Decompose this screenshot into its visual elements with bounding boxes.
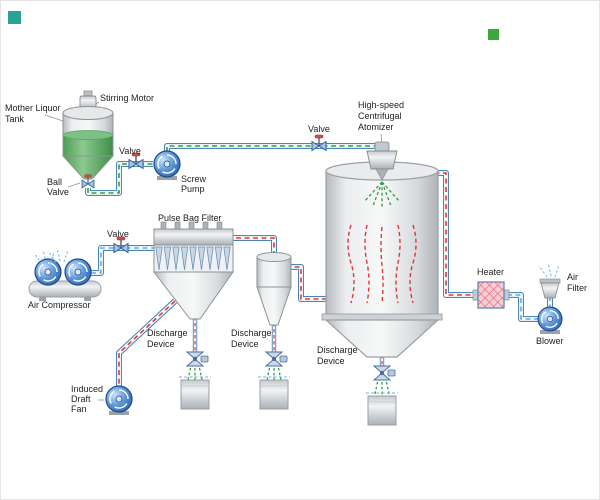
screw-pump <box>153 150 181 180</box>
label-atomizer-line1: High-speed <box>358 100 404 110</box>
product-flow-icon <box>374 381 390 397</box>
label-discharge-3-line2: Device <box>317 356 345 366</box>
hot-air-flow-pattern <box>347 224 417 304</box>
label-discharge-2-line2: Device <box>231 339 259 349</box>
cyclone-separator <box>256 252 292 326</box>
air-intake-spray-icon <box>538 262 560 278</box>
label-tank-line1: Mother Liquor <box>5 103 61 113</box>
label-discharge-3-line1: Discharge <box>317 345 358 355</box>
label-ball-valve-line2: Valve <box>47 187 69 197</box>
label-idf-line1: Induced <box>71 384 103 394</box>
watermark-green-square <box>488 29 499 40</box>
label-tank-line2: Tank <box>5 114 25 124</box>
label-idf-line3: Fan <box>71 404 87 414</box>
label-screw-pump-line1: Screw <box>181 174 207 184</box>
air-compressor <box>28 247 102 301</box>
discharge-valve-icon <box>373 365 396 381</box>
labels: Mother Liquor Tank Stirring Motor Ball V… <box>5 93 587 414</box>
screw-pump-icon <box>153 150 181 178</box>
label-air-compressor: Air Compressor <box>28 300 91 310</box>
induced-draft-fan-icon <box>105 385 133 413</box>
label-discharge-1-line2: Device <box>147 339 175 349</box>
watermark-teal-square <box>8 11 21 24</box>
liquid-spray-pattern <box>363 181 401 208</box>
label-idf-line2: Draft <box>71 394 91 404</box>
label-stirring-motor: Stirring Motor <box>100 93 154 103</box>
label-atomizer-line3: Atomizer <box>358 122 394 132</box>
label-discharge-2-line1: Discharge <box>231 328 272 338</box>
mother-liquor-tank <box>61 90 115 189</box>
label-blower: Blower <box>536 336 564 346</box>
pulse-bag-filter <box>152 221 234 320</box>
atomizer-motor-icon <box>374 141 390 152</box>
discharge-valve-icon <box>265 351 288 367</box>
collection-bin <box>178 376 212 410</box>
label-atomizer-line2: Centrifugal <box>358 111 402 121</box>
label-ball-valve-line1: Ball <box>47 177 62 187</box>
compressor-wheel-icon <box>64 258 92 286</box>
label-discharge-1-line1: Discharge <box>147 328 188 338</box>
filter-bags <box>155 246 231 271</box>
discharge-valve-icon <box>186 351 209 367</box>
atomizer-nozzle-icon <box>375 168 389 181</box>
collection-bin <box>257 376 291 410</box>
air-filter-icon <box>540 282 560 299</box>
label-heater: Heater <box>477 267 504 277</box>
collection-bin <box>365 392 399 426</box>
label-valve-2: Valve <box>308 124 330 134</box>
blower <box>537 306 563 334</box>
discharge-devices <box>178 351 399 426</box>
blower-icon <box>537 306 563 332</box>
spray-dryer-tower <box>321 141 443 358</box>
heater <box>472 281 510 309</box>
label-valve-3: Valve <box>107 229 129 239</box>
label-pulse-bag-filter: Pulse Bag Filter <box>158 213 222 223</box>
label-air-filter-line1: Air <box>567 272 578 282</box>
compressor-wheel-icon <box>34 258 62 286</box>
label-air-filter-line2: Filter <box>567 283 587 293</box>
air-filter <box>538 262 561 299</box>
induced-draft-fan <box>105 385 133 415</box>
label-valve-1: Valve <box>119 146 141 156</box>
label-screw-pump-line2: Pump <box>181 184 205 194</box>
atomizer-body-icon <box>366 150 398 170</box>
